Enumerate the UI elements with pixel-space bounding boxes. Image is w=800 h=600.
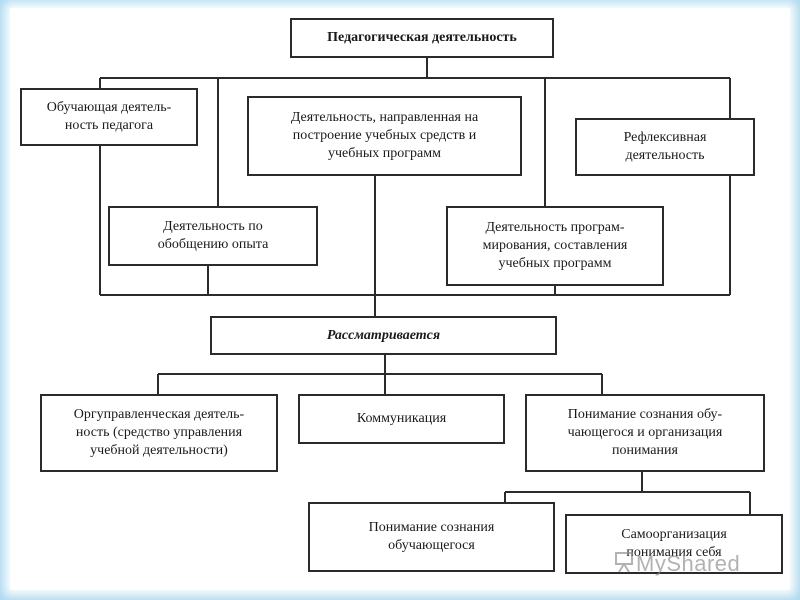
node-considered: Рассматривается bbox=[210, 316, 557, 355]
node-root-label: Педагогическая деятельность bbox=[327, 30, 517, 45]
node-teaching-label: Обучающая деятель-ность педагога bbox=[46, 100, 172, 133]
node-orgmanagement: Оргуправленческая деятель-ность (средств… bbox=[40, 394, 278, 472]
diagram-canvas: Педагогическая деятельность Обучающая де… bbox=[10, 8, 790, 590]
node-root: Педагогическая деятельность bbox=[290, 18, 554, 58]
connector-lines bbox=[99, 58, 751, 514]
node-orgmanagement-label: Оргуправленческая деятель-ность (средств… bbox=[73, 407, 245, 458]
node-understanding-label: Понимание сознания обу-чающегося и орган… bbox=[567, 407, 723, 458]
node-communication-label: Коммуникация bbox=[356, 411, 447, 426]
node-programming: Деятельность програм-мирования, составле… bbox=[446, 206, 664, 286]
node-understanding: Понимание сознания обу-чающегося и орган… bbox=[525, 394, 765, 472]
node-programming-label: Деятельность програм-мирования, составле… bbox=[482, 220, 628, 271]
node-considered-label: Рассматривается bbox=[326, 327, 441, 343]
node-teaching: Обучающая деятель-ность педагога bbox=[20, 88, 198, 146]
node-communication: Коммуникация bbox=[298, 394, 505, 444]
